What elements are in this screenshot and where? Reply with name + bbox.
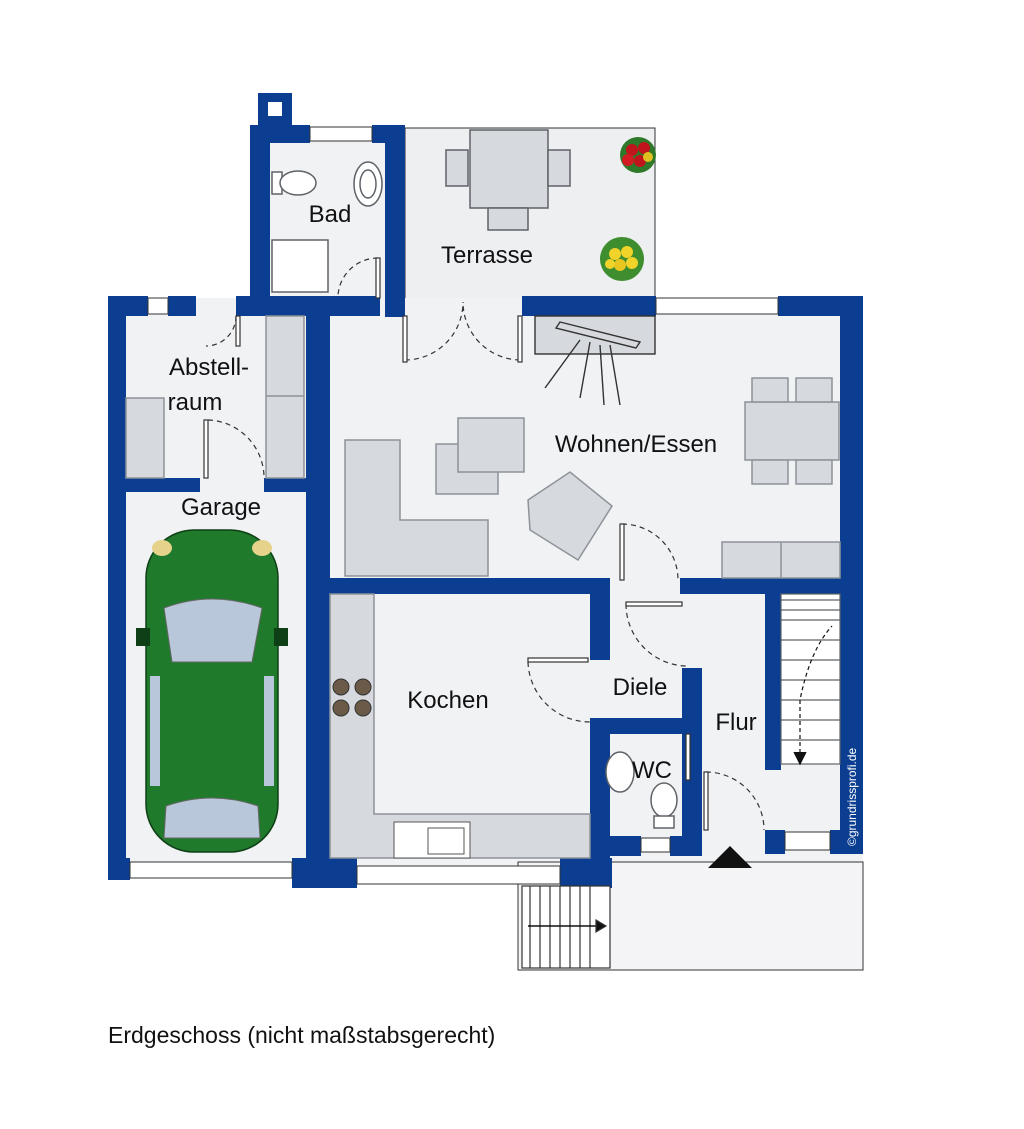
- room-label-flur: Flur: [715, 709, 756, 736]
- bathroom-fixtures: [271, 161, 383, 293]
- sofa: [344, 439, 489, 577]
- living-furniture: [344, 377, 841, 579]
- windows: [129, 126, 831, 885]
- room-label-diele: Diele: [613, 674, 668, 701]
- toilet-icon: [650, 782, 678, 829]
- plan-caption: Erdgeschoss (nicht maßstabsgerecht): [108, 1022, 495, 1048]
- room-label-bad: Bad: [309, 201, 352, 228]
- room-label-wc: WC: [632, 757, 672, 784]
- stove-icon: [332, 678, 372, 717]
- room-label-kochen: Kochen: [407, 687, 488, 714]
- flower-icon: [620, 137, 656, 173]
- room-label-garage: Garage: [181, 494, 261, 521]
- credit-strip: [842, 690, 862, 848]
- entrance-steps: [521, 885, 611, 969]
- sink-icon: [393, 821, 471, 859]
- room-label-abstell-line2: raum: [168, 389, 223, 416]
- sink-icon: [353, 161, 383, 207]
- shower-tray: [271, 239, 329, 293]
- storage-shelves: [125, 315, 305, 479]
- armchair: [527, 471, 613, 562]
- room-label-wohnen: Wohnen/Essen: [555, 431, 717, 458]
- wc-fixtures: [605, 751, 678, 829]
- flower-icon: [600, 237, 644, 281]
- dining-table: [744, 401, 840, 461]
- door-swings: [205, 257, 765, 831]
- room-label-abstell-line1: Abstell-: [169, 354, 249, 381]
- credit-text: ©grundrissprofi.de: [845, 747, 859, 846]
- terrace-table-set: [445, 129, 571, 231]
- door-leaves: [203, 257, 709, 831]
- toilet-icon: [271, 170, 317, 196]
- fireplace: [534, 315, 656, 406]
- sink-icon: [605, 751, 635, 793]
- staircase: [780, 593, 841, 766]
- kitchen-counter: [329, 593, 591, 859]
- entrance-arrow-icon: [708, 846, 752, 868]
- car-icon: [136, 529, 288, 853]
- room-label-terrasse: Terrasse: [441, 242, 533, 269]
